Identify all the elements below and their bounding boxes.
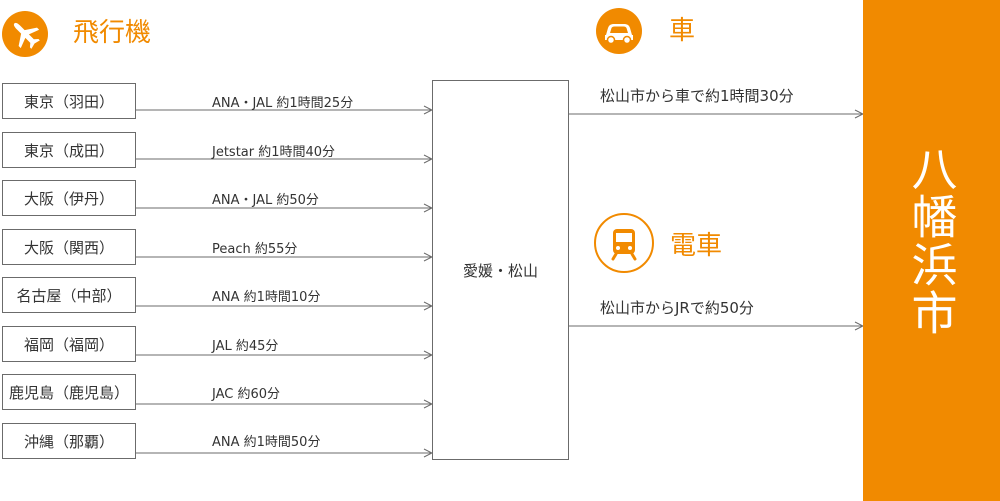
origin-city: 東京（羽田） (2, 83, 136, 119)
plane-heading: 飛行機 (73, 18, 152, 48)
car-route-label: 松山市から車で約1時間30分 (600, 87, 794, 105)
flight-info: ANA 約1時間50分 (212, 435, 321, 450)
flight-info: ANA・JAL 約50分 (212, 193, 319, 208)
train-heading: 電車 (670, 231, 723, 261)
flight-info: Jetstar 約1時間40分 (212, 145, 336, 160)
train-route-label: 松山市からJRで約50分 (600, 299, 754, 317)
origin-city: 名古屋（中部） (2, 277, 136, 313)
origin-city: 東京（成田） (2, 132, 136, 168)
hub-label: 愛媛・松山 (462, 261, 538, 280)
train-icon (594, 213, 654, 273)
flight-info: ANA 約1時間10分 (212, 290, 321, 305)
flight-info: ANA・JAL 約1時間25分 (212, 96, 354, 111)
origin-city: 大阪（関西） (2, 229, 136, 265)
airplane-icon (2, 11, 48, 57)
hub-box: 愛媛・松山 (432, 80, 569, 460)
origin-city: 大阪（伊丹） (2, 180, 136, 216)
destination-panel: 八幡浜市 (863, 0, 1000, 501)
origin-city: 鹿児島（鹿児島） (2, 374, 136, 410)
origin-city: 沖縄（那覇） (2, 423, 136, 459)
destination-label: 八幡浜市 (904, 144, 959, 337)
car-heading: 車 (669, 16, 696, 46)
flight-info: JAL 約45分 (212, 339, 279, 354)
flight-info: JAC 約60分 (212, 387, 281, 402)
car-icon (596, 8, 642, 54)
flight-info: Peach 約55分 (212, 242, 298, 257)
origin-city: 福岡（福岡） (2, 326, 136, 362)
